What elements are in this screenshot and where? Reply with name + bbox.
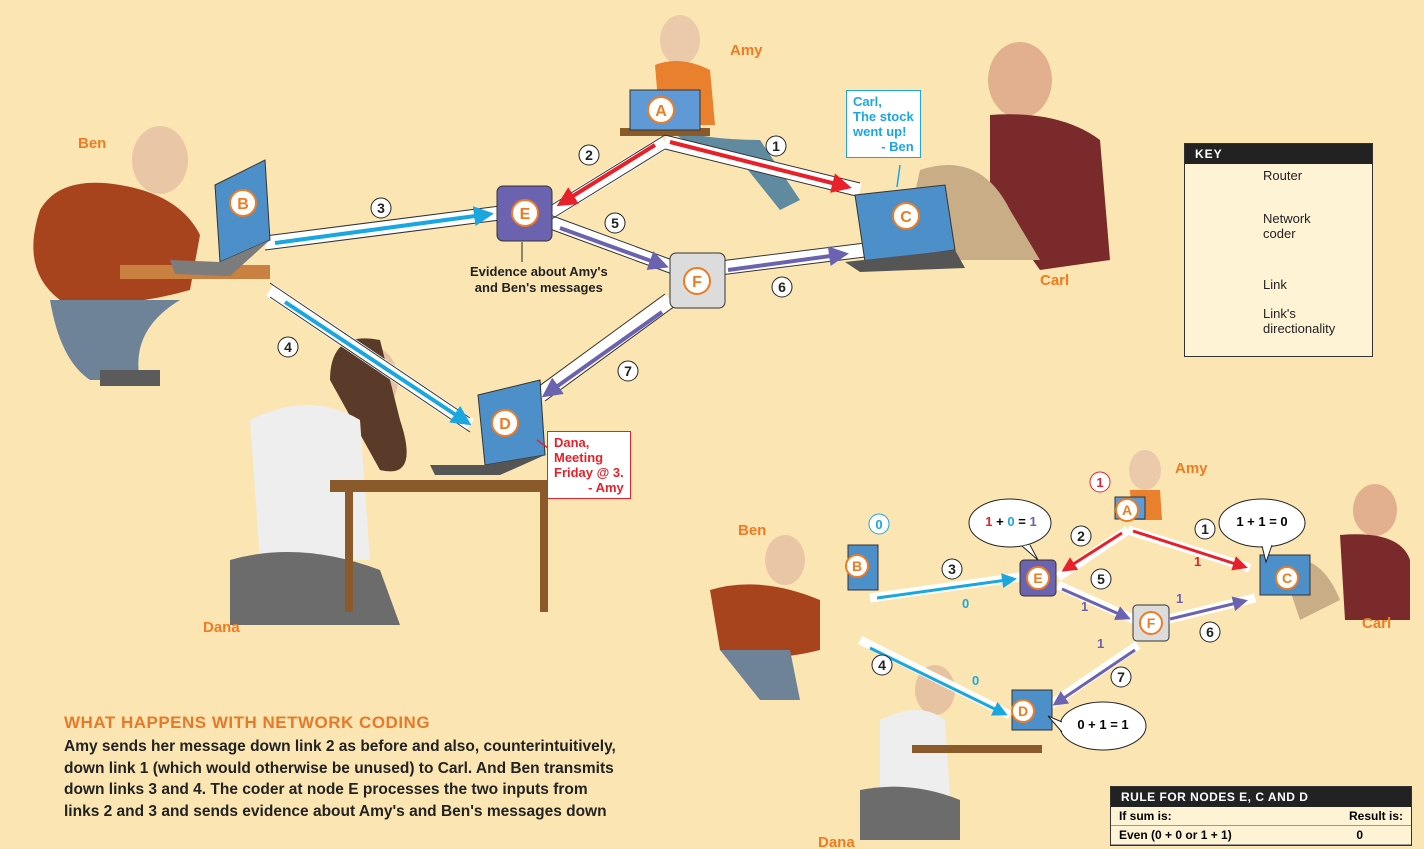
svg-text:1: 1 [1194, 554, 1201, 569]
svg-text:4: 4 [878, 657, 886, 673]
dana-message-box: Dana, Meeting Friday @ 3. - Amy [547, 431, 631, 499]
ben-illustration [33, 126, 201, 386]
arrows-bottom [869, 529, 1248, 716]
svg-text:7: 7 [624, 363, 632, 379]
laptop-d [430, 379, 546, 475]
c-equation: 1 + 1 = 0 [1236, 514, 1288, 529]
label-carl-bottom: Carl [1362, 615, 1391, 632]
svg-text:5: 5 [611, 215, 619, 231]
svg-text:D: D [1018, 703, 1028, 719]
svg-text:B: B [237, 196, 249, 213]
svg-text:6: 6 [778, 279, 786, 295]
label-dana-bottom: Dana [818, 834, 855, 849]
node-circles-bottom: B A C D E F [845, 498, 1299, 723]
svg-text:C: C [1282, 570, 1292, 586]
svg-text:2: 2 [1077, 528, 1085, 544]
svg-text:D: D [499, 416, 511, 433]
arrow-link1 [669, 140, 852, 193]
svg-text:7: 7 [1117, 669, 1125, 685]
svg-text:0: 0 [962, 596, 969, 611]
e-equation: 1 + 0 = 1 [985, 514, 1037, 529]
svg-text:2: 2 [585, 147, 593, 163]
svg-text:1: 1 [1081, 599, 1088, 614]
svg-text:6: 6 [1206, 624, 1214, 640]
svg-text:E: E [1033, 570, 1042, 586]
svg-text:1: 1 [772, 138, 780, 154]
svg-text:1: 1 [1096, 475, 1103, 490]
svg-text:B: B [852, 558, 862, 574]
label-ben: Ben [78, 135, 106, 152]
explanation-paragraph: Amy sends her message down link 2 as bef… [64, 738, 616, 820]
rule-table: RULE FOR NODES E, C AND D If sum is:Resu… [1110, 786, 1412, 846]
ben-bit-circle [868, 513, 890, 535]
link-numbers-top: 1 2 3 4 5 6 7 [277, 135, 793, 382]
rule-table-header: If sum is:Result is: [1111, 807, 1411, 826]
svg-text:0: 0 [972, 673, 979, 688]
arrow-link4 [283, 300, 472, 426]
svg-text:3: 3 [948, 561, 956, 577]
label-amy-bottom: Amy [1175, 460, 1208, 477]
node-circles-top: B A C D E F [229, 96, 920, 437]
amy-bench [620, 128, 710, 136]
rule-table-title: RULE FOR NODES E, C AND D [1111, 787, 1411, 807]
arrow-link5 [559, 226, 669, 270]
link-numbers-bottom: 1 2 3 4 5 6 7 [871, 518, 1221, 688]
link-values-bottom: 1 0 0 1 1 1 [962, 554, 1201, 688]
section-heading: WHAT HAPPENS WITH NETWORK CODING [64, 713, 431, 732]
svg-text:5: 5 [1097, 571, 1105, 587]
label-amy: Amy [730, 42, 763, 59]
rule-table-row: Even (0 + 0 or 1 + 1)0 [1111, 826, 1411, 845]
svg-text:F: F [692, 274, 702, 291]
d-equation: 0 + 1 = 1 [1077, 717, 1129, 732]
amy-bit-circle [1089, 471, 1111, 493]
svg-text:A: A [1122, 502, 1132, 518]
key-title: KEY [1185, 144, 1372, 164]
arrow-link2 [556, 143, 657, 207]
arrow-link3 [274, 206, 494, 245]
label-ben-bottom: Ben [738, 522, 766, 539]
svg-text:C: C [900, 209, 912, 226]
svg-text:1: 1 [1176, 591, 1183, 606]
svg-text:A: A [655, 103, 667, 120]
bottom-illustrations [710, 450, 1410, 840]
label-dana: Dana [203, 619, 240, 636]
svg-text:1: 1 [1201, 521, 1209, 537]
key-router-label: Router [1263, 168, 1303, 183]
label-carl: Carl [1040, 272, 1069, 289]
key-link-label: Link [1263, 277, 1287, 292]
svg-text:0: 0 [875, 517, 882, 532]
link-outlines-top [264, 134, 866, 433]
svg-text:F: F [1147, 615, 1156, 631]
svg-text:1: 1 [1097, 636, 1104, 651]
carl-message-box: Carl, The stock went up! - Ben [846, 90, 921, 158]
svg-text:3: 3 [377, 200, 385, 216]
evidence-label: Evidence about Amy's and Ben's messages [470, 264, 608, 295]
svg-text:4: 4 [284, 339, 292, 355]
carl-msg-pointer [896, 164, 901, 188]
dana-msg-pointer [536, 439, 549, 449]
svg-text:E: E [520, 206, 531, 223]
e-equation-bubble [968, 498, 1052, 548]
arrow-link6 [727, 246, 849, 272]
arrow-link7 [541, 310, 664, 398]
